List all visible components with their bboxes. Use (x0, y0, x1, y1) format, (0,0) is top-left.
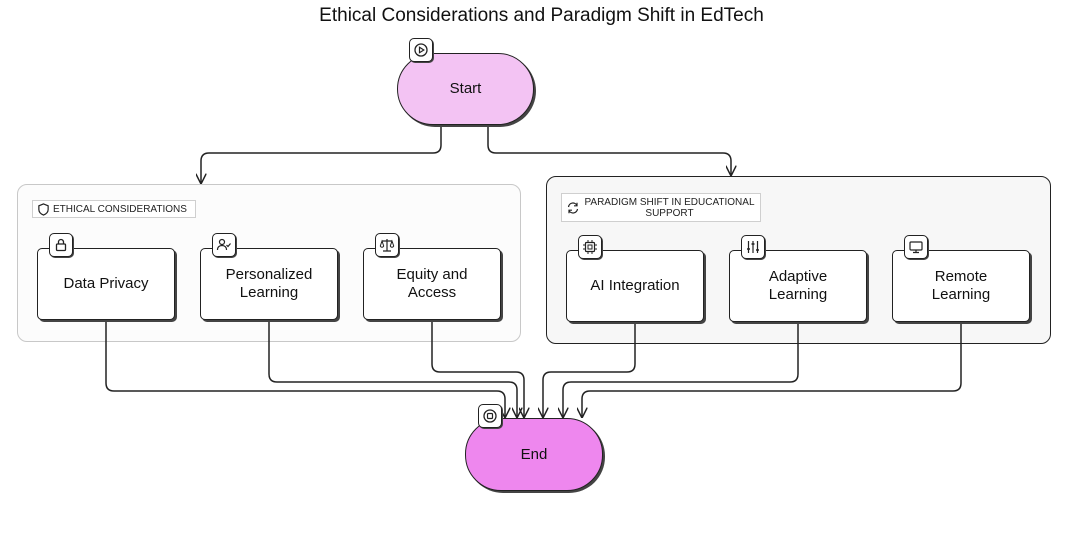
remote-learning-label: Remote Learning (931, 268, 991, 303)
edge-data-privacy-end (105, 320, 505, 417)
user-check-icon (212, 233, 236, 257)
edge-ai-end (543, 322, 636, 417)
diagram-title: Ethical Considerations and Paradigm Shif… (319, 5, 764, 26)
start-node[interactable]: Start (397, 53, 534, 125)
monitor-icon (904, 235, 928, 259)
node-adaptive-learning[interactable]: Adaptive Learning (729, 250, 867, 322)
equity-access-label: Equity and Access (396, 266, 468, 301)
group-label-ethical: ETHICAL CONSIDERATIONS (32, 200, 196, 218)
node-personalized-learning[interactable]: Personalized Learning (200, 248, 338, 320)
edge-adaptive-end (563, 322, 799, 417)
edge-remote-end (582, 322, 962, 417)
cpu-icon (578, 235, 602, 259)
group-label-paradigm-text: PARADIGM SHIFT IN EDUCATIONAL SUPPORT (584, 196, 755, 219)
data-privacy-label: Data Privacy (63, 275, 149, 292)
stop-icon (478, 404, 502, 428)
group-label-paradigm: PARADIGM SHIFT IN EDUCATIONAL SUPPORT (561, 193, 761, 222)
sliders-icon (741, 235, 765, 259)
edge-start-paradigm (487, 125, 731, 175)
node-ai-integration[interactable]: AI Integration (566, 250, 704, 322)
group-label-ethical-text: ETHICAL CONSIDERATIONS (53, 203, 187, 215)
play-icon (409, 38, 433, 62)
adaptive-learning-label: Adaptive Learning (768, 268, 828, 303)
ai-integration-label: AI Integration (590, 277, 680, 294)
refresh-icon (567, 201, 579, 214)
personalized-learning-label: Personalized Learning (225, 266, 313, 301)
end-node[interactable]: End (465, 418, 603, 491)
node-equity-access[interactable]: Equity and Access (363, 248, 501, 320)
shield-icon (38, 202, 49, 216)
edge-personalized-end (268, 320, 517, 417)
node-data-privacy[interactable]: Data Privacy (37, 248, 175, 320)
end-label: End (520, 445, 548, 463)
lock-icon (49, 233, 73, 257)
node-remote-learning[interactable]: Remote Learning (892, 250, 1030, 322)
start-label: Start (449, 80, 482, 97)
scale-icon (375, 233, 399, 257)
edge-equity-end (431, 320, 524, 417)
edge-start-ethical (201, 125, 442, 183)
